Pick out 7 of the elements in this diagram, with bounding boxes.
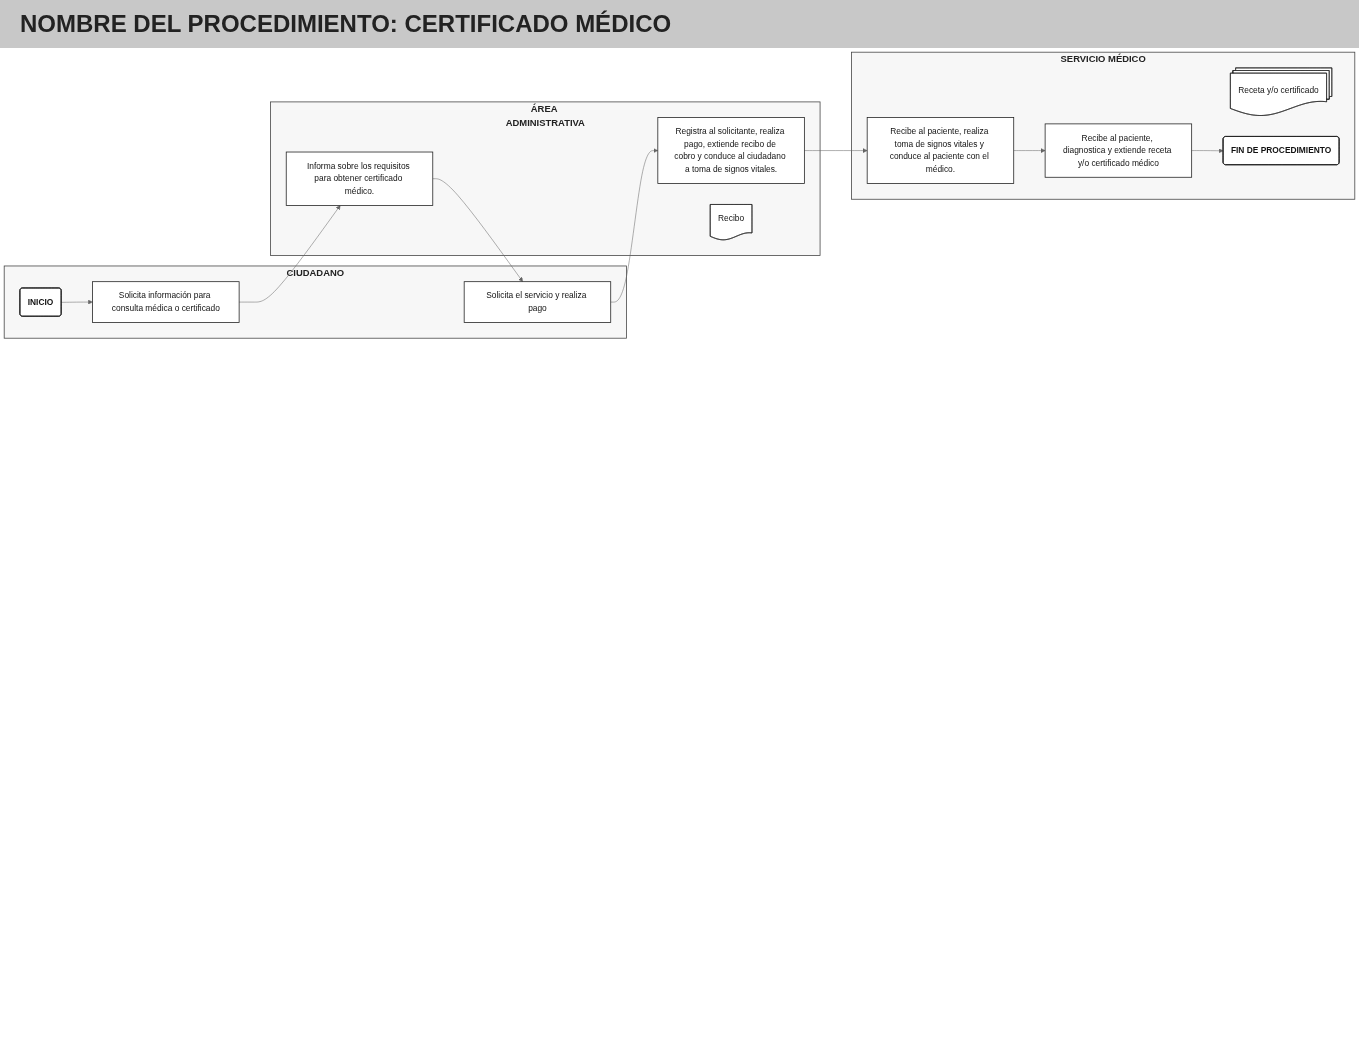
node-box: Recibe al paciente, realiza toma de signos vitales y conduce al paciente con el médico. [866,117,1015,184]
node-box: Registra al solicitante, realiza pago, extiende recibo de cobro y conduce al ciudadano a toma de signos vitales. [657,117,805,184]
node-box: Recibe al paciente, diagnostica y extiende receta y/o certificado médico [1044,123,1193,178]
node-box: Informa sobre los requisitos para obtener certificado médico. [285,151,434,206]
diagram-title: NOMBRE DEL PROCEDIMIENTO: CERTIFICADO MÉDICO [0,0,1359,48]
node-box: Solicita el servicio y realiza pago [463,281,612,323]
node-box: Solicita información para consulta médica o certificado [92,281,240,323]
